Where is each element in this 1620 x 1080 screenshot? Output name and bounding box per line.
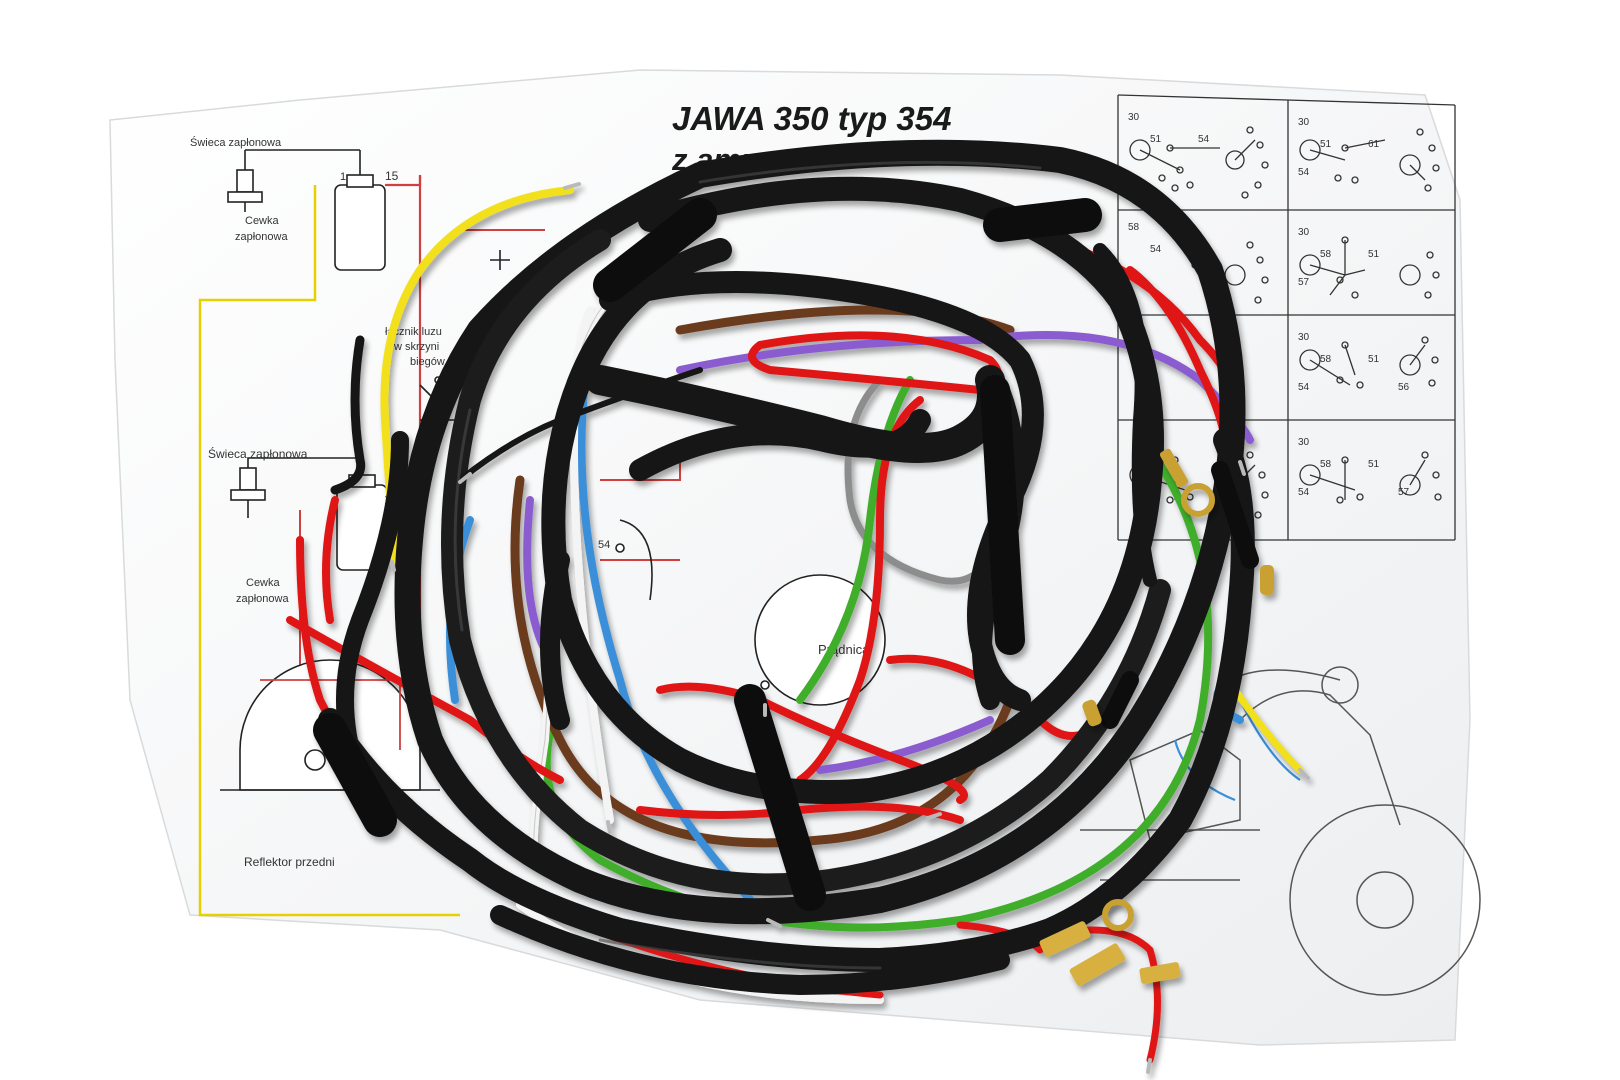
yellow-wire xyxy=(1231,686,1304,774)
switch-terminal-label: 54 xyxy=(1150,244,1162,255)
label-coil-top-2: zapłonowa xyxy=(235,231,288,243)
switch-terminal-label: 51 xyxy=(1150,134,1162,145)
dynamo-icon xyxy=(754,574,886,706)
label-neutral-1: łącznik luzu xyxy=(385,326,442,338)
brass-bullet-connector xyxy=(1082,565,1274,727)
black-wire xyxy=(330,335,366,495)
switch-terminal-label: 30 xyxy=(1298,227,1310,238)
switch-terminal-label: 30 xyxy=(1298,117,1310,128)
black-sleeve xyxy=(593,198,717,302)
switch-terminal-label: 57 xyxy=(1398,487,1410,498)
switch-terminal-label: 51 xyxy=(1320,139,1332,150)
label-spark-plug-top: Świeca zapłonowa xyxy=(190,136,282,149)
brass-ring-terminal xyxy=(1159,448,1215,517)
switch-terminal-label: 58 xyxy=(1320,249,1332,260)
label-neutral-3: biegów xyxy=(410,356,445,368)
switch-terminal-label: 30 xyxy=(1298,332,1310,343)
black-sleeve xyxy=(734,684,826,911)
switch-terminal-label: 30 xyxy=(1128,112,1140,123)
switch-terminal-label: 54 xyxy=(1198,134,1210,145)
switch-terminal-label: 54 xyxy=(1298,487,1310,498)
diagram-title-line1: JAWA 350 typ 354 xyxy=(672,100,951,137)
black-wire xyxy=(394,139,1246,925)
switch-position-labels: 30 51 54 30 51 61 54 58 54 30 58 51 57 30 58 51 54 56 30 58… xyxy=(1128,112,1410,498)
label-headlight: Reflektor przedni xyxy=(244,855,335,869)
switch-terminal-label: 58 xyxy=(1320,354,1332,365)
ignition-coil-icon xyxy=(334,150,386,271)
black-sleeve xyxy=(1211,461,1259,569)
switch-terminal-label: 51 xyxy=(1368,249,1380,260)
switch-terminal-label: 57 xyxy=(1298,277,1310,288)
black-wire xyxy=(1093,243,1157,587)
black-wire xyxy=(490,905,1010,995)
red-wire xyxy=(1046,926,1161,1064)
black-wire xyxy=(441,229,1171,896)
black-wire xyxy=(629,409,931,481)
label-term-54: 54 xyxy=(598,539,610,551)
black-sleeve xyxy=(1101,671,1139,729)
wiring-harness xyxy=(286,139,1310,1074)
switch-terminal-label: 58 xyxy=(1128,222,1140,233)
label-term-15: 15 xyxy=(385,169,399,183)
switch-terminal-label: 51 xyxy=(1368,354,1380,365)
black-sleeve xyxy=(313,713,397,837)
switch-terminal-label: 54 xyxy=(1298,382,1310,393)
black-wire xyxy=(457,367,703,483)
label-neutral-2: w skrzyni xyxy=(393,341,439,353)
switch-terminal-label: 58 xyxy=(1320,459,1332,470)
black-wire xyxy=(318,428,1255,972)
black-sleeve xyxy=(980,375,1025,655)
label-coil-top-1: Cewka xyxy=(245,215,280,227)
switch-terminal-label: 56 xyxy=(1398,382,1410,393)
spade-connector xyxy=(1039,921,1181,987)
brass-terminals xyxy=(1039,448,1274,987)
switch-terminal-label: 51 xyxy=(1368,459,1380,470)
switch-terminal-label: 61 xyxy=(1368,139,1380,150)
switch-terminal-label: 30 xyxy=(1298,437,1310,448)
spark-plug-icon xyxy=(227,149,360,212)
label-term-1: 1 xyxy=(340,171,346,183)
label-coil-bottom-2: zapłonowa xyxy=(236,593,289,605)
black-sleeve xyxy=(983,198,1102,242)
label-spark-plug-bottom: Świeca zapłonowa xyxy=(208,446,308,461)
switch-terminal-label: 54 xyxy=(1298,167,1310,178)
spark-plug-icon xyxy=(230,457,358,518)
label-coil-bottom-1: Cewka xyxy=(246,577,281,589)
brass-ring-terminal xyxy=(1102,899,1134,931)
